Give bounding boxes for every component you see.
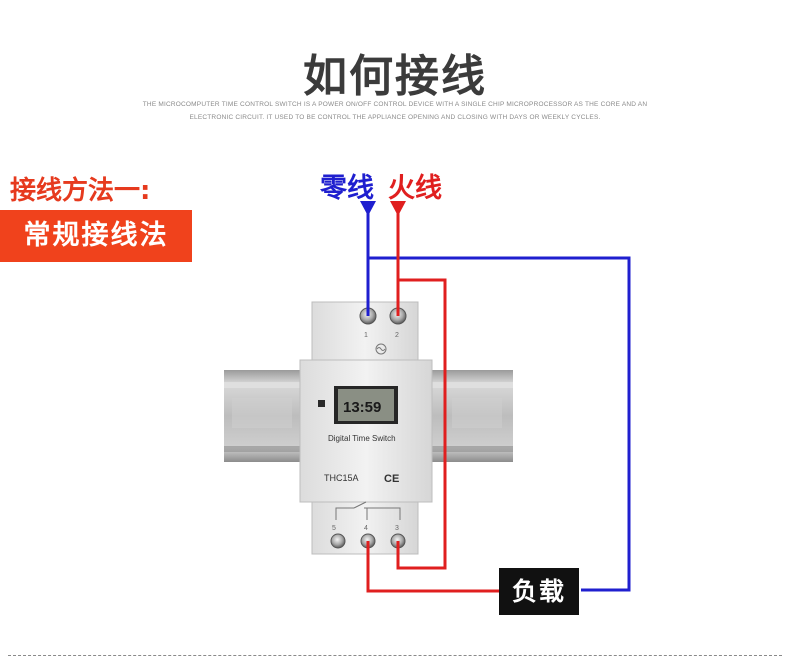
bottom-divider	[8, 655, 782, 656]
method-label: 接线方法一:	[10, 176, 151, 206]
relay-contact-icon	[335, 507, 401, 520]
page-title: 如何接线	[303, 51, 487, 102]
live-wire	[396, 212, 447, 570]
ac-symbol-icon	[375, 343, 387, 355]
device-model: THC15A	[324, 473, 359, 483]
neutral-wire	[366, 212, 631, 592]
live-wire-label: 火线	[388, 173, 442, 204]
lcd-screen	[338, 389, 394, 421]
terminal-label-3: 3	[395, 525, 399, 532]
terminal-label-4: 4	[364, 525, 368, 532]
neutral-wire-label: 零线	[320, 173, 374, 204]
ce-mark: CE	[384, 473, 399, 485]
load-output-wire	[366, 541, 499, 593]
time-switch-device: 1 2 13:59 Digital Time Switch THC15A CE …	[299, 301, 433, 555]
live-arrow-icon	[390, 201, 406, 216]
terminal-5-screw	[330, 533, 346, 549]
button-icon	[318, 400, 325, 407]
lcd-time: 13:59	[343, 399, 381, 416]
wires	[366, 212, 631, 593]
load-box: 负载	[499, 568, 579, 615]
subtitle-line-1: THE MICROCOMPUTER TIME CONTROL SWITCH IS…	[142, 101, 648, 108]
terminal-label-5: 5	[332, 525, 336, 532]
method-tag: 常规接线法	[0, 210, 192, 262]
device-name: Digital Time Switch	[328, 434, 396, 443]
subtitle-line-2: ELECTRONIC CIRCUIT. IT USED TO BE CONTRO…	[189, 114, 601, 121]
terminal-label-1: 1	[364, 332, 368, 339]
neutral-arrow-icon	[360, 201, 376, 216]
terminal-label-2: 2	[395, 332, 399, 339]
